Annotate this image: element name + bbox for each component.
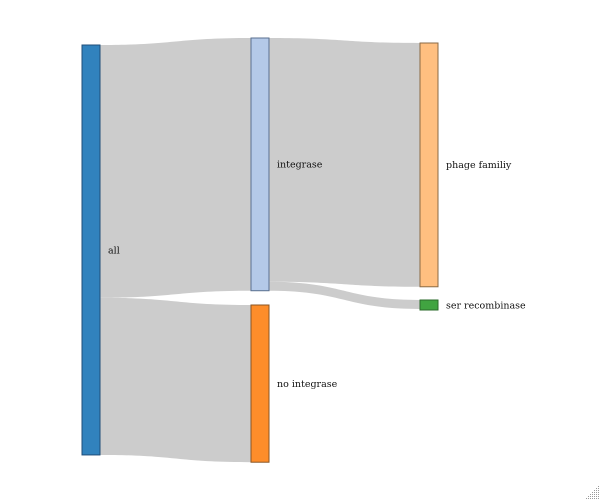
link-integrase-to-phage_family	[269, 38, 420, 287]
node-label-all: all	[108, 245, 120, 256]
resize-grip-icon[interactable]	[585, 485, 601, 501]
node-label-phage-family: phage familiy	[446, 160, 512, 171]
node-label-no-integrase: no integrase	[277, 379, 338, 390]
node-all	[81, 44, 101, 456]
link-all-to-no_integrase	[100, 297, 251, 463]
node-label-ser-recombinase: ser recombinase	[446, 300, 526, 311]
node-ser-recombinase	[419, 299, 439, 311]
sankey-labels: all integrase no integrase phage familiy ser…	[108, 160, 526, 390]
node-phage-family	[419, 42, 439, 288]
sankey-links	[100, 38, 420, 463]
link-integrase-to-ser_recombinase	[269, 281, 420, 309]
node-no-integrase	[250, 304, 270, 463]
node-label-integrase: integrase	[277, 160, 323, 171]
link-all-to-integrase	[100, 38, 251, 298]
node-integrase	[250, 37, 270, 292]
sankey-nodes	[81, 37, 439, 463]
